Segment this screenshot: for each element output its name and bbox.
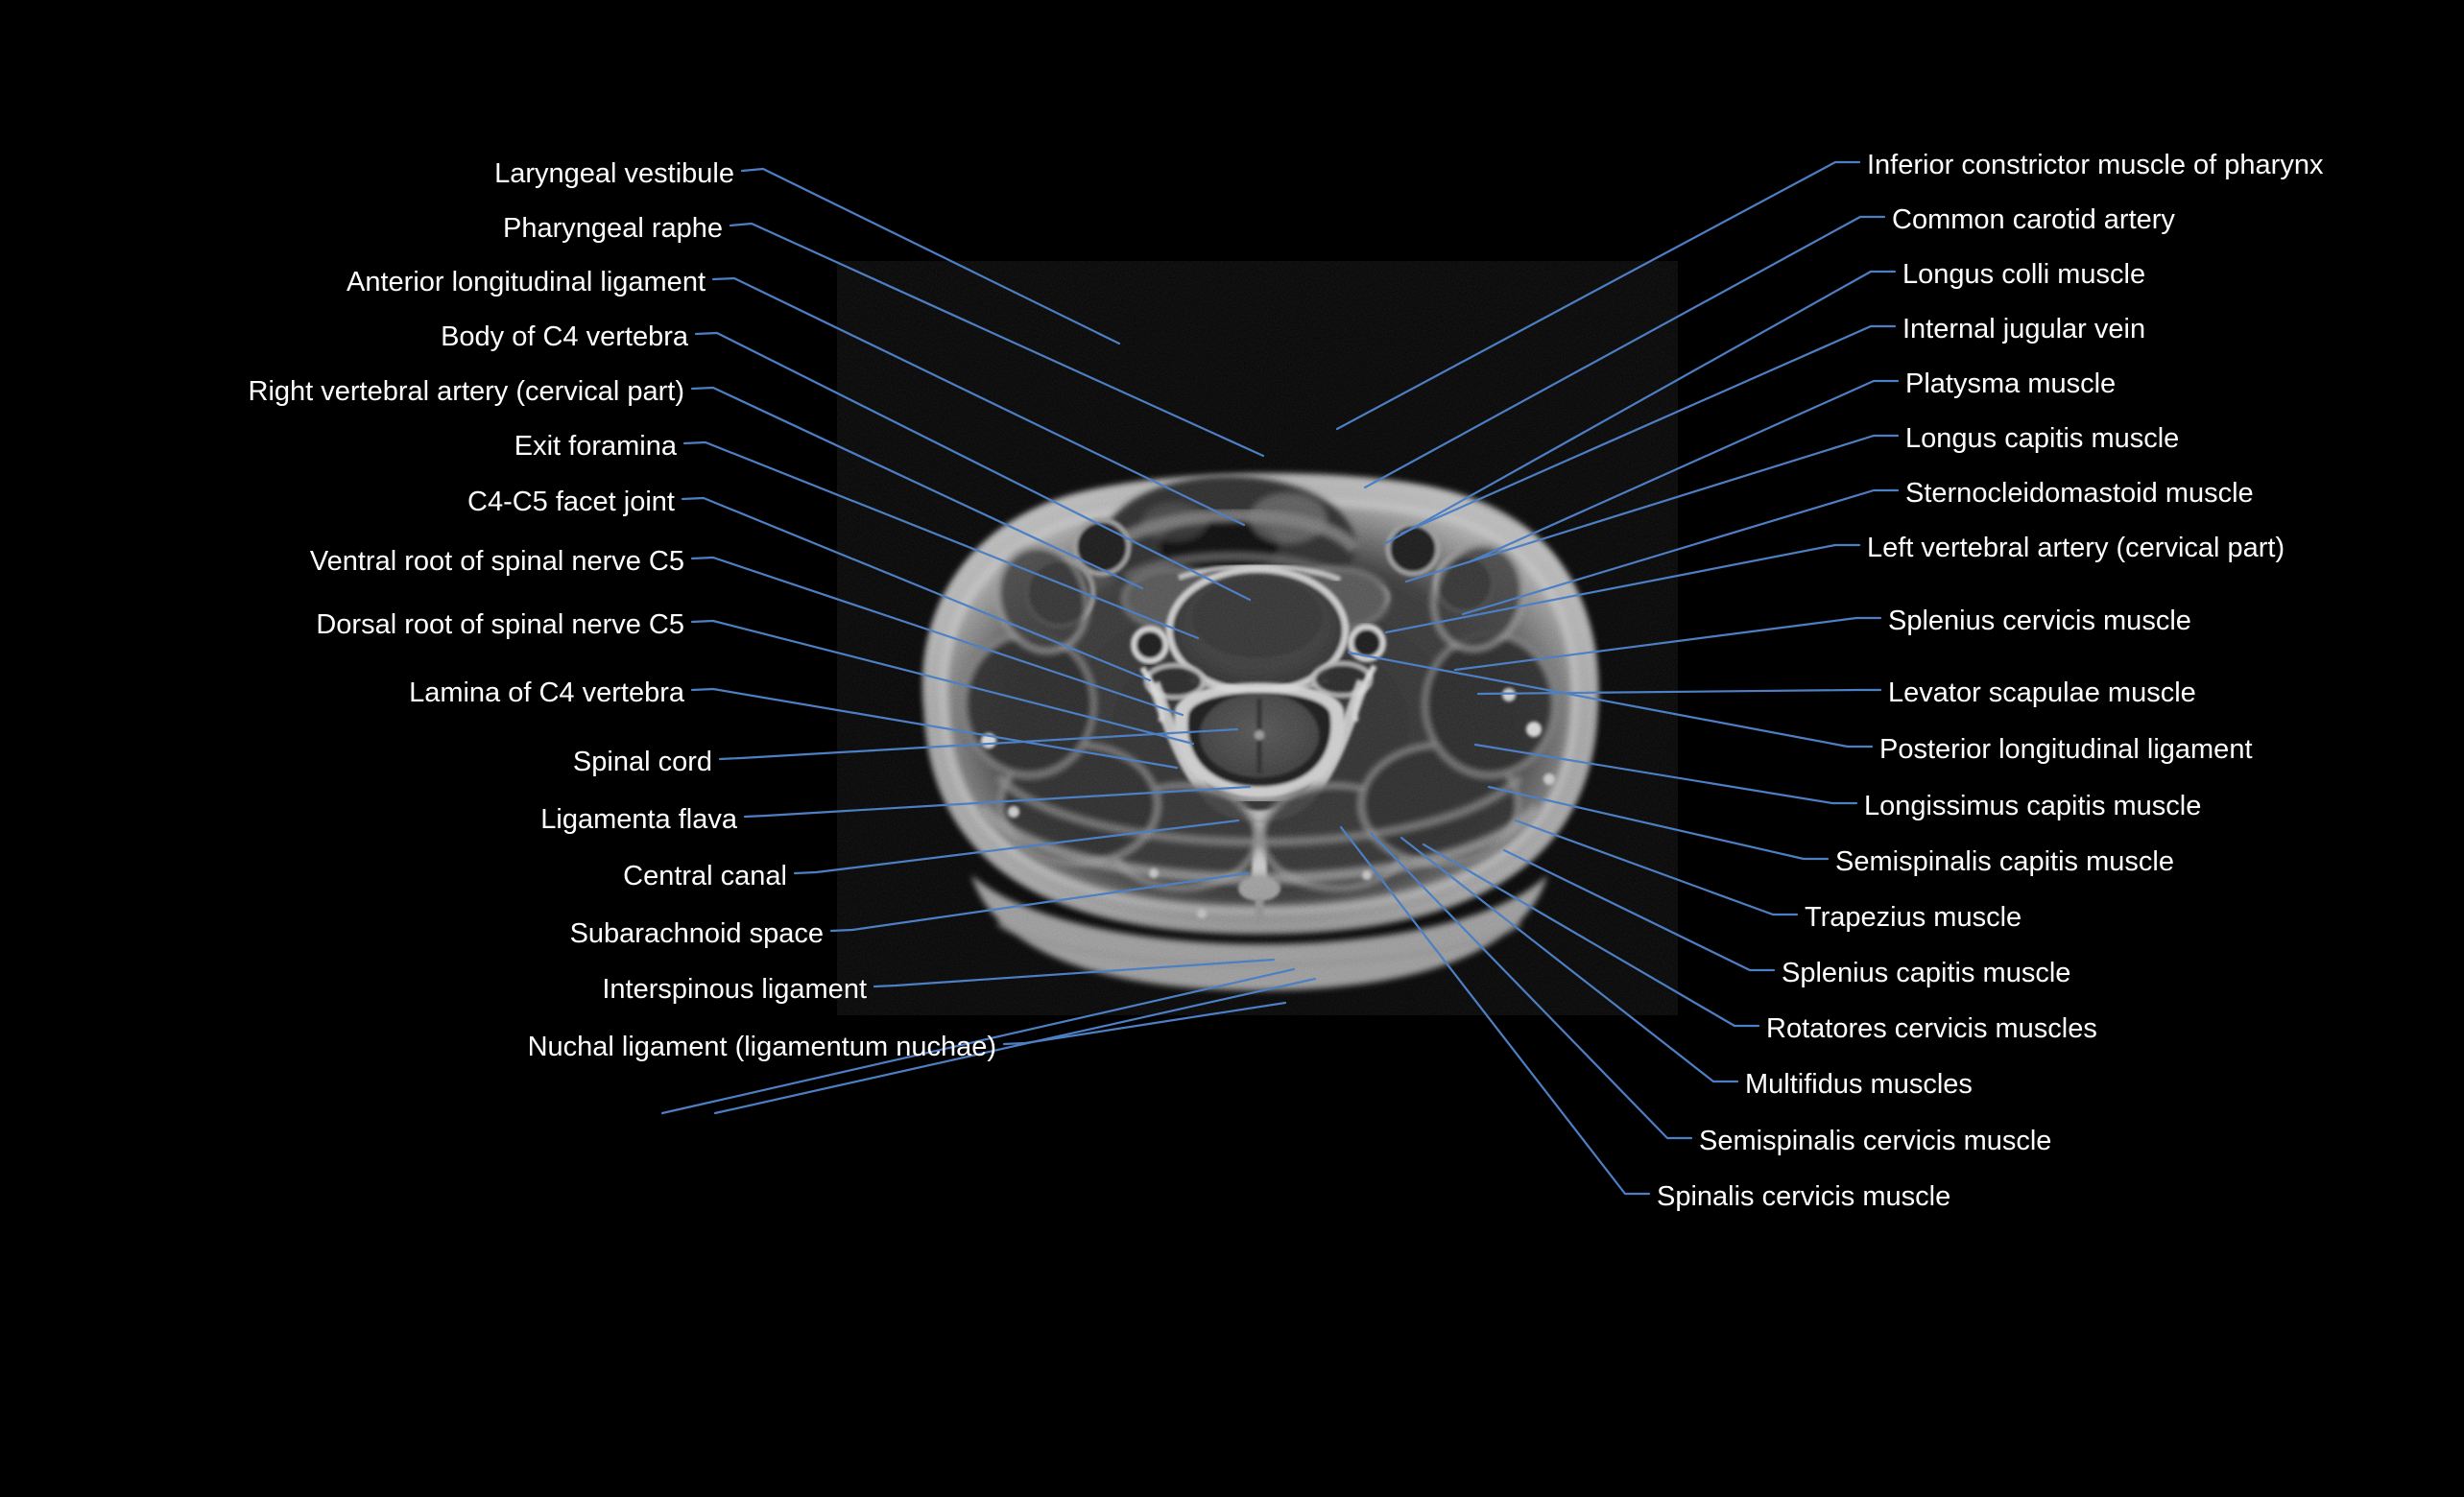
label-trapezius-muscle: Trapezius muscle: [1805, 902, 2022, 933]
label-c4-c5-facet-joint: C4-C5 facet joint: [467, 487, 675, 517]
label-central-canal: Central canal: [623, 861, 787, 891]
label-posterior-longitudinal-ligament: Posterior longitudinal ligament: [1879, 734, 2253, 765]
label-semispinalis-capitis-muscle: Semispinalis capitis muscle: [1835, 846, 2174, 877]
label-longissimus-capitis-muscle: Longissimus capitis muscle: [1864, 791, 2202, 821]
label-spinalis-cervicis-muscle: Spinalis cervicis muscle: [1657, 1181, 1951, 1212]
label-spinal-cord: Spinal cord: [572, 747, 712, 777]
label-exit-foramina: Exit foramina: [514, 431, 677, 462]
label-platysma-muscle: Platysma muscle: [1905, 368, 2117, 399]
label-left-vertebral-artery-cervical-part: Left vertebral artery (cervical part): [1867, 533, 2285, 563]
mri-axial-cervical-spine-image: [837, 261, 1678, 1015]
label-rotatores-cervicis-muscles: Rotatores cervicis muscles: [1766, 1013, 2097, 1044]
label-longus-capitis-muscle: Longus capitis muscle: [1905, 423, 2180, 454]
label-inferior-constrictor-muscle-of-pharynx: Inferior constrictor muscle of pharynx: [1867, 150, 2324, 180]
label-lamina-of-c4-vertebra: Lamina of C4 vertebra: [409, 677, 684, 708]
label-nuchal-ligament-ligamentum-nuchae: Nuchal ligament (ligamentum nuchae): [527, 1032, 996, 1062]
label-subarachnoid-space: Subarachnoid space: [569, 918, 824, 949]
label-pharyngeal-raphe: Pharyngeal raphe: [503, 213, 723, 244]
label-dorsal-root-of-spinal-nerve-c5: Dorsal root of spinal nerve C5: [316, 609, 684, 640]
label-semispinalis-cervicis-muscle: Semispinalis cervicis muscle: [1699, 1126, 2052, 1156]
label-interspinous-ligament: Interspinous ligament: [602, 974, 867, 1005]
label-splenius-cervicis-muscle: Splenius cervicis muscle: [1888, 606, 2191, 636]
label-common-carotid-artery: Common carotid artery: [1892, 204, 2175, 235]
label-internal-jugular-vein: Internal jugular vein: [1902, 314, 2146, 345]
label-anterior-longitudinal-ligament: Anterior longitudinal ligament: [347, 267, 706, 297]
label-ventral-root-of-spinal-nerve-c5: Ventral root of spinal nerve C5: [309, 546, 684, 577]
label-laryngeal-vestibule: Laryngeal vestibule: [494, 158, 734, 189]
label-right-vertebral-artery-cervical-part: Right vertebral artery (cervical part): [248, 376, 684, 407]
label-sternocleidomastoid-muscle: Sternocleidomastoid muscle: [1905, 478, 2254, 509]
label-multifidus-muscles: Multifidus muscles: [1745, 1069, 1973, 1100]
label-body-of-c4-vertebra: Body of C4 vertebra: [441, 321, 688, 352]
label-splenius-capitis-muscle: Splenius capitis muscle: [1782, 958, 2071, 988]
label-levator-scapulae-muscle: Levator scapulae muscle: [1888, 677, 2196, 708]
label-ligamenta-flava: Ligamenta flava: [540, 804, 737, 835]
label-longus-colli-muscle: Longus colli muscle: [1902, 259, 2146, 290]
